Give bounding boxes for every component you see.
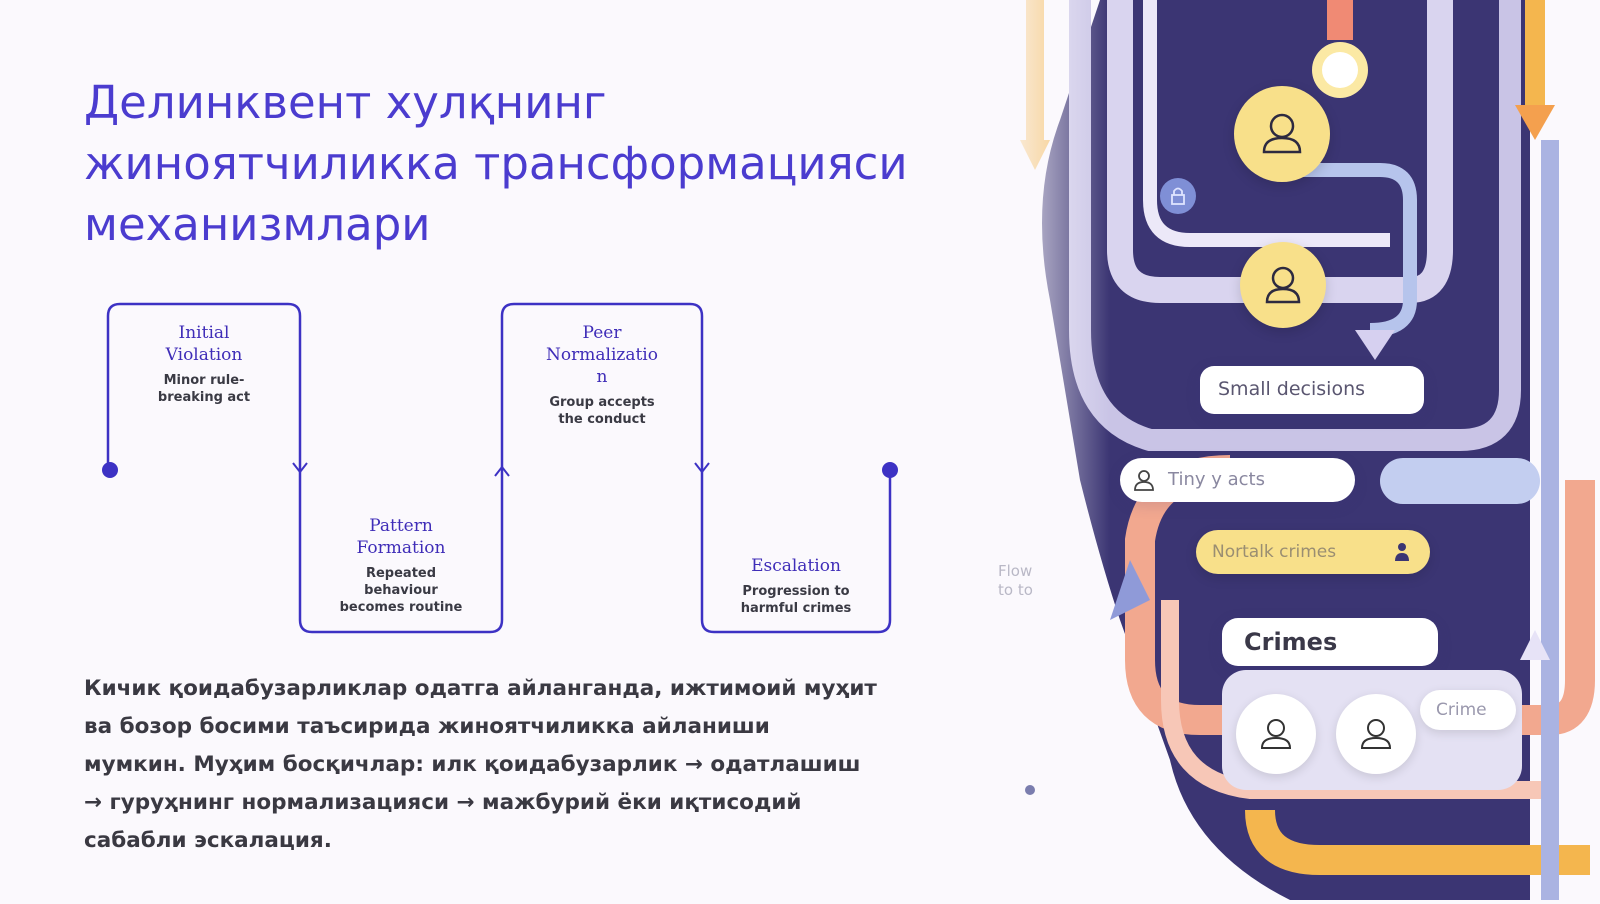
body-line: ва бозор босими таъсирида жиноятчиликка …: [84, 714, 770, 739]
crime-label: Crime: [1420, 690, 1516, 730]
arrow-down-icon: [694, 462, 710, 474]
step-description: Group accepts the conduct: [549, 395, 655, 427]
step-title: Escalation: [751, 556, 841, 576]
person-icon: [1392, 541, 1412, 567]
body-line: Кичик қоидабузарликлар одатга айланганда…: [84, 676, 877, 701]
flow-label: Flow to to: [998, 562, 1033, 599]
arrow-up-icon: [494, 465, 510, 477]
start-node: [102, 462, 118, 478]
body-line: мумкин. Муҳим босқичлар: илк қоидабузарл…: [84, 752, 861, 777]
page-title: Делинквент хулқнинг жиноятчиликка трансф…: [84, 72, 944, 255]
step-description: Repeated behaviour becomes routine: [339, 566, 463, 615]
step-description: Minor rule- breaking act: [157, 373, 251, 405]
body-line: → гуруҳнинг нормализацияси → мажбурий ёк…: [84, 790, 802, 815]
person-icon: [1240, 242, 1326, 328]
title-line: жиноятчиликка трансформацияси: [84, 137, 908, 190]
person-icon: [1132, 468, 1156, 496]
step-title: Initial Violation: [165, 323, 243, 365]
title-line: механизмлари: [84, 198, 431, 251]
flow-diagram: [102, 302, 898, 634]
body-line: сабабли эскалация.: [84, 828, 332, 853]
step-title: Pattern Formation: [356, 516, 446, 558]
person-icon: [1236, 694, 1316, 774]
step-title: Peer Normalizatio n: [546, 323, 658, 387]
step-description: Progression to harmful crimes: [740, 584, 852, 616]
body-paragraph: Кичик қоидабузарликлар одатга айланганда…: [84, 670, 914, 860]
small-decisions-label: Small decisions: [1200, 366, 1424, 414]
blue-pill: [1380, 458, 1540, 504]
person-icon: [1234, 86, 1330, 182]
decorative-illustration: Small decisions Tiny y acts Nortalk crim…: [990, 0, 1600, 900]
lock-icon: [1160, 178, 1196, 214]
tiny-acts-label: Tiny y acts: [1120, 458, 1355, 502]
end-node: [882, 462, 898, 478]
person-icon: [1336, 694, 1416, 774]
arrow-down-icon: [292, 462, 308, 474]
crimes-label: Crimes: [1222, 618, 1438, 666]
title-line: Делинквент хулқнинг: [84, 76, 607, 129]
normal-crimes-label: Nortalk crimes: [1196, 530, 1430, 574]
